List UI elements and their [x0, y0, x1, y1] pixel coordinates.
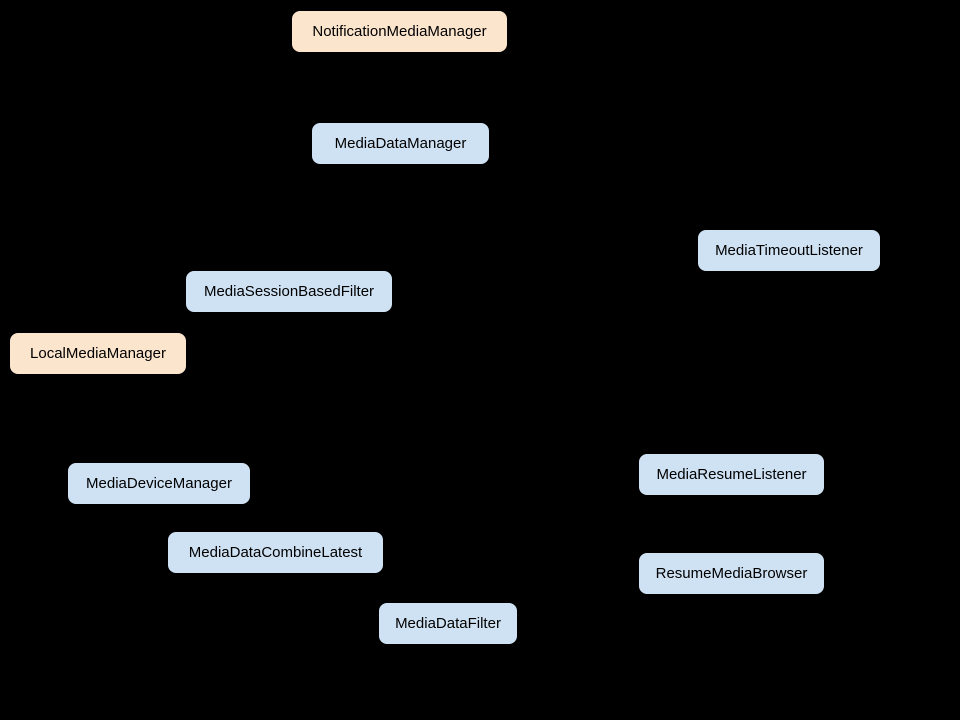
diagram-node-label: MediaResumeListener	[656, 466, 807, 483]
diagram-node-label: MediaDataManager	[334, 135, 467, 152]
diagram-node-media-data-filter: MediaDataFilter	[379, 603, 517, 644]
diagram-node-label: MediaDataFilter	[395, 615, 501, 632]
diagram-node-notification-media-manager: NotificationMediaManager	[292, 11, 507, 52]
diagram-node-media-timeout-listener: MediaTimeoutListener	[698, 230, 880, 271]
diagram-node-label: MediaSessionBasedFilter	[203, 283, 375, 300]
diagram-node-media-data-combine-latest: MediaDataCombineLatest	[168, 532, 383, 573]
diagram-node-label: MediaDataCombineLatest	[188, 544, 363, 561]
diagram-node-label: MediaDeviceManager	[86, 475, 232, 492]
diagram-node-label: ResumeMediaBrowser	[655, 565, 808, 582]
diagram-node-resume-media-browser: ResumeMediaBrowser	[639, 553, 824, 594]
diagram-node-label: MediaTimeoutListener	[715, 242, 863, 259]
diagram-node-media-device-manager: MediaDeviceManager	[68, 463, 250, 504]
diagram-node-media-data-manager: MediaDataManager	[312, 123, 489, 164]
diagram-node-media-resume-listener: MediaResumeListener	[639, 454, 824, 495]
diagram-node-local-media-manager: LocalMediaManager	[10, 333, 186, 374]
diagram-node-label: LocalMediaManager	[30, 345, 166, 362]
diagram-node-label: NotificationMediaManager	[312, 23, 487, 40]
diagram-node-media-session-based-filter: MediaSessionBasedFilter	[186, 271, 392, 312]
